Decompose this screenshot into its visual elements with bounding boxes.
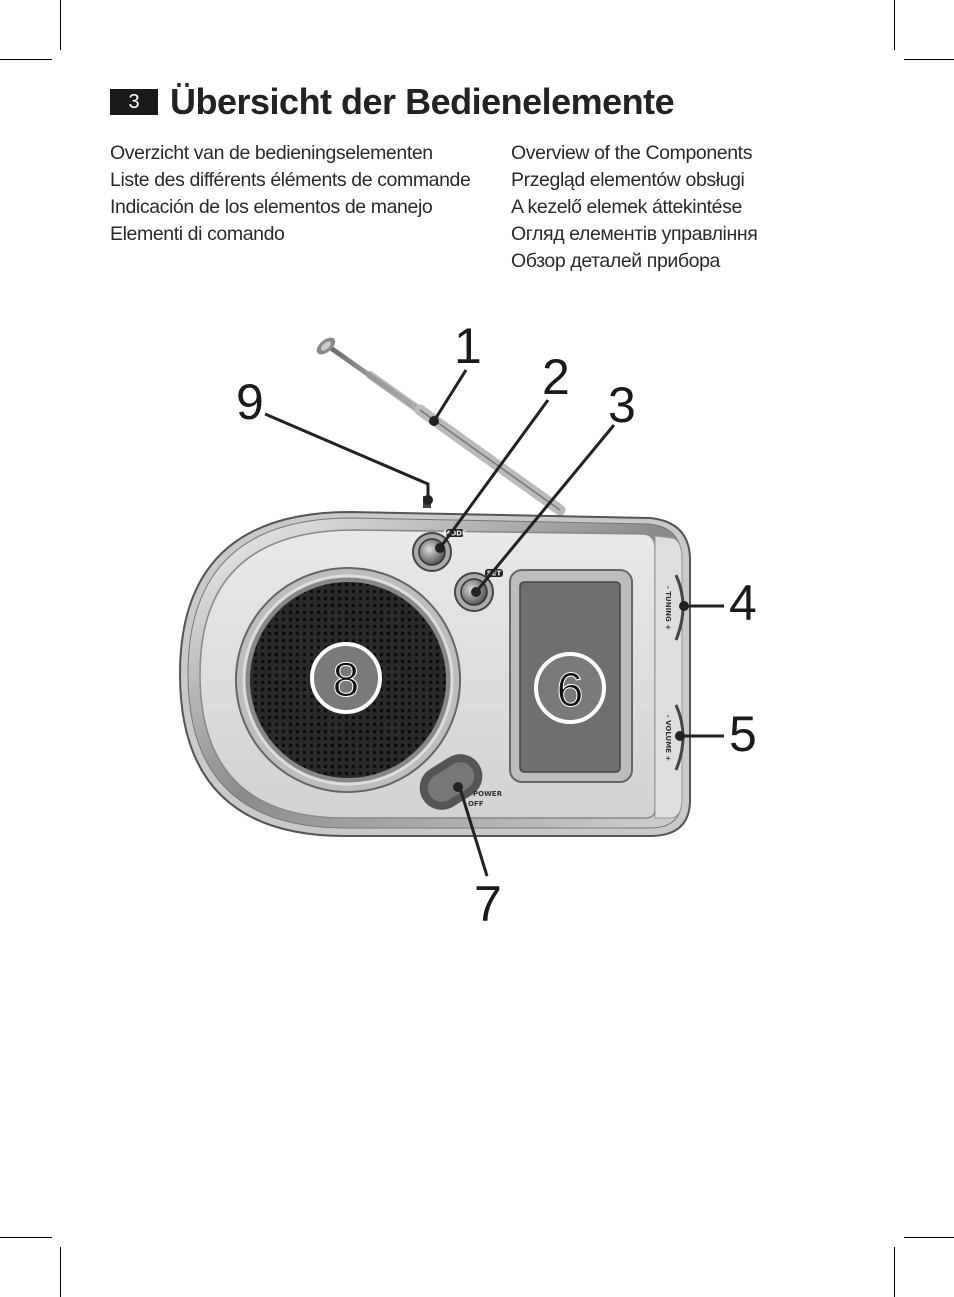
set-label: SET [487,570,502,578]
crop-mark [904,1237,954,1238]
translation-english: Overview of the Components [511,142,753,164]
callout-2: 2 [542,349,570,405]
callout-6: 6 [557,664,584,717]
section-header: 3 Übersicht der Bedienelemente [110,81,675,122]
badge-6: 6 [534,652,606,724]
badge-8: 8 [310,642,382,714]
power-switch[interactable]: POWER OFF [411,746,503,818]
chapter-number-badge: 3 [110,89,158,115]
callout-1: 1 [454,318,482,374]
callout-3: 3 [608,377,636,433]
translation-russian: Обзор деталей прибора [511,250,721,272]
power-label: POWER [473,790,503,798]
antenna [316,337,566,516]
mode-label: MODE [443,530,467,538]
translations-left-column: Overzicht van de bedieningselementen Lis… [110,140,471,248]
callout-5: 5 [729,706,757,762]
crop-mark [0,1237,52,1238]
callout-9: 9 [236,374,264,430]
translation-italian: Elementi di comando [110,223,285,245]
leader-lines [264,369,724,877]
volume-label: - VOLUME + [664,715,672,762]
callout-8: 8 [333,654,360,707]
page-title: Übersicht der Bedienelemente [170,81,675,122]
translation-dutch: Overzicht van de bedieningselementen [110,142,433,164]
translation-hungarian: A kezelő elemek áttekintése [511,196,742,218]
translation-spanish: Indicación de los elementos de manejo [110,196,433,218]
crop-mark [904,59,954,60]
crop-mark [60,0,61,50]
callout-4: 4 [729,575,757,631]
crop-mark [60,1247,61,1297]
off-label: OFF [468,800,484,808]
crop-mark [0,59,52,60]
tuning-label: - TUNING + [664,586,672,630]
crop-mark [894,0,895,50]
translation-french: Liste des différents éléments de command… [110,169,471,191]
translations-right-column: Overview of the Components Przegląd elem… [511,140,758,275]
translation-ukrainian: Огляд елементів управління [511,223,758,245]
leader-dots [423,416,689,792]
callout-7: 7 [474,876,502,932]
translation-polish: Przegląd elementów obsługi [511,169,745,191]
crop-mark [894,1247,895,1297]
